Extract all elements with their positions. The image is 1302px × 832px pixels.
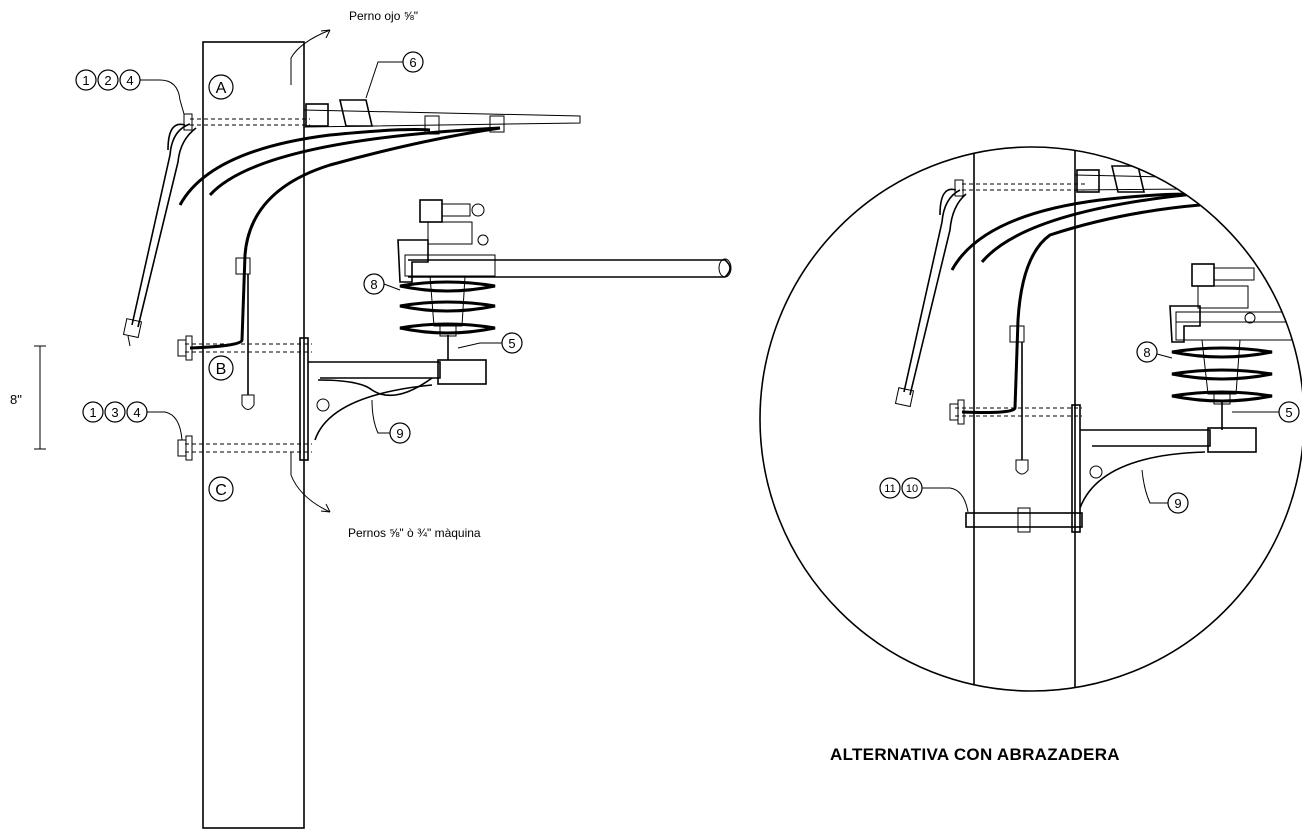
grounding-wire-left-2 (137, 127, 197, 328)
callout-group-134: 1 3 4 (82, 401, 183, 441)
bolt-c-washer (185, 435, 193, 461)
top-conductor (303, 109, 581, 128)
bracket-end (437, 359, 487, 385)
callout-1-top: 1 (82, 73, 89, 88)
connector-clamp (427, 221, 473, 245)
cable-clamp (235, 257, 251, 275)
callout-a: A (216, 80, 227, 97)
callout-4-bottom: 4 (133, 405, 140, 420)
wire-tip (127, 335, 131, 347)
callout-b: B (216, 361, 227, 378)
detail-circle (759, 146, 1302, 692)
top-bracket (338, 99, 374, 127)
wire-clamp (122, 318, 143, 339)
callout-c-circle (208, 476, 234, 502)
callout-2: 2 (104, 73, 111, 88)
main-cable-1 (178, 128, 431, 206)
detail-view (894, 147, 1302, 691)
detail-callout-8-leader (1156, 353, 1173, 359)
callout-a-circle (208, 74, 234, 100)
insulator-base (439, 325, 457, 337)
perno-ojo-leader (290, 29, 331, 85)
eye-nut-1 (471, 203, 485, 217)
bracket-brace (317, 377, 433, 397)
bracket-plate (299, 337, 309, 461)
pernos-arrow (320, 503, 331, 513)
detail-callout-8-circle (1136, 341, 1158, 363)
connector-hook (397, 239, 429, 283)
detail-callout-11-circle (879, 477, 901, 499)
detail-callout-9-leader (1141, 469, 1168, 504)
drop-cable (189, 126, 501, 350)
insulator-shed-3 (399, 322, 496, 335)
insulator-cap (404, 254, 496, 277)
dimension-label: 8" (10, 392, 22, 407)
callout-4-top: 4 (126, 73, 133, 88)
bracket-brace-2 (314, 384, 433, 441)
detail-callout-10-leader (922, 487, 969, 513)
callout-5: 5 (508, 336, 515, 351)
perno-ojo-arrow (320, 29, 331, 39)
pernos-label: Pernos ⅝" ò ¾" màquina (348, 526, 481, 540)
conductor-end (718, 258, 732, 278)
callout-6-leader (365, 61, 403, 99)
detail-callout-5: 5 (1285, 405, 1292, 420)
top-clamp (305, 103, 329, 127)
main-cable-2 (208, 126, 501, 197)
detail-callout-10: 10 (906, 483, 918, 495)
connector-body (419, 199, 443, 223)
callout-9: 9 (396, 426, 403, 441)
bolt-a-nut (183, 113, 193, 131)
conductor-clip-2 (489, 115, 505, 133)
callout-9-leader (371, 399, 390, 434)
callout-8-leader (383, 283, 401, 291)
bracket-arm (308, 361, 441, 379)
detail-callout-8: 8 (1143, 345, 1150, 360)
clamp-band (965, 512, 1083, 528)
connector-screw (441, 203, 471, 217)
alternative-title: ALTERNATIVA CON ABRAZADERA (830, 745, 1120, 764)
callout-c: C (215, 482, 227, 499)
insulator-shed-1 (399, 280, 496, 293)
perno-ojo-label: Perno ojo ⅝" (349, 9, 418, 23)
detail-callout-9: 9 (1174, 496, 1181, 511)
bolt-c-nut (177, 439, 187, 457)
ground-lug (241, 394, 255, 410)
callout-group-124: 1 2 4 (75, 69, 185, 115)
callout-6: 6 (409, 55, 416, 70)
callout-8: 8 (370, 277, 377, 292)
callout-3: 3 (111, 405, 118, 420)
callout-b-circle (208, 355, 234, 381)
insulator-shed-2 (399, 300, 496, 313)
callout-5-leader (457, 342, 502, 349)
eye-nut-2 (477, 234, 489, 246)
eye-loop (167, 123, 186, 151)
detail-callout-11: 11 (884, 483, 895, 495)
pole (202, 41, 305, 829)
bracket-hole (316, 398, 330, 412)
clamp-bolt (1017, 507, 1031, 533)
line-conductor (408, 259, 731, 278)
bolt-b-nut (177, 339, 187, 357)
pernos-leader (290, 452, 331, 513)
callout-1-bottom: 1 (89, 405, 96, 420)
grounding-wire-left (131, 123, 191, 326)
